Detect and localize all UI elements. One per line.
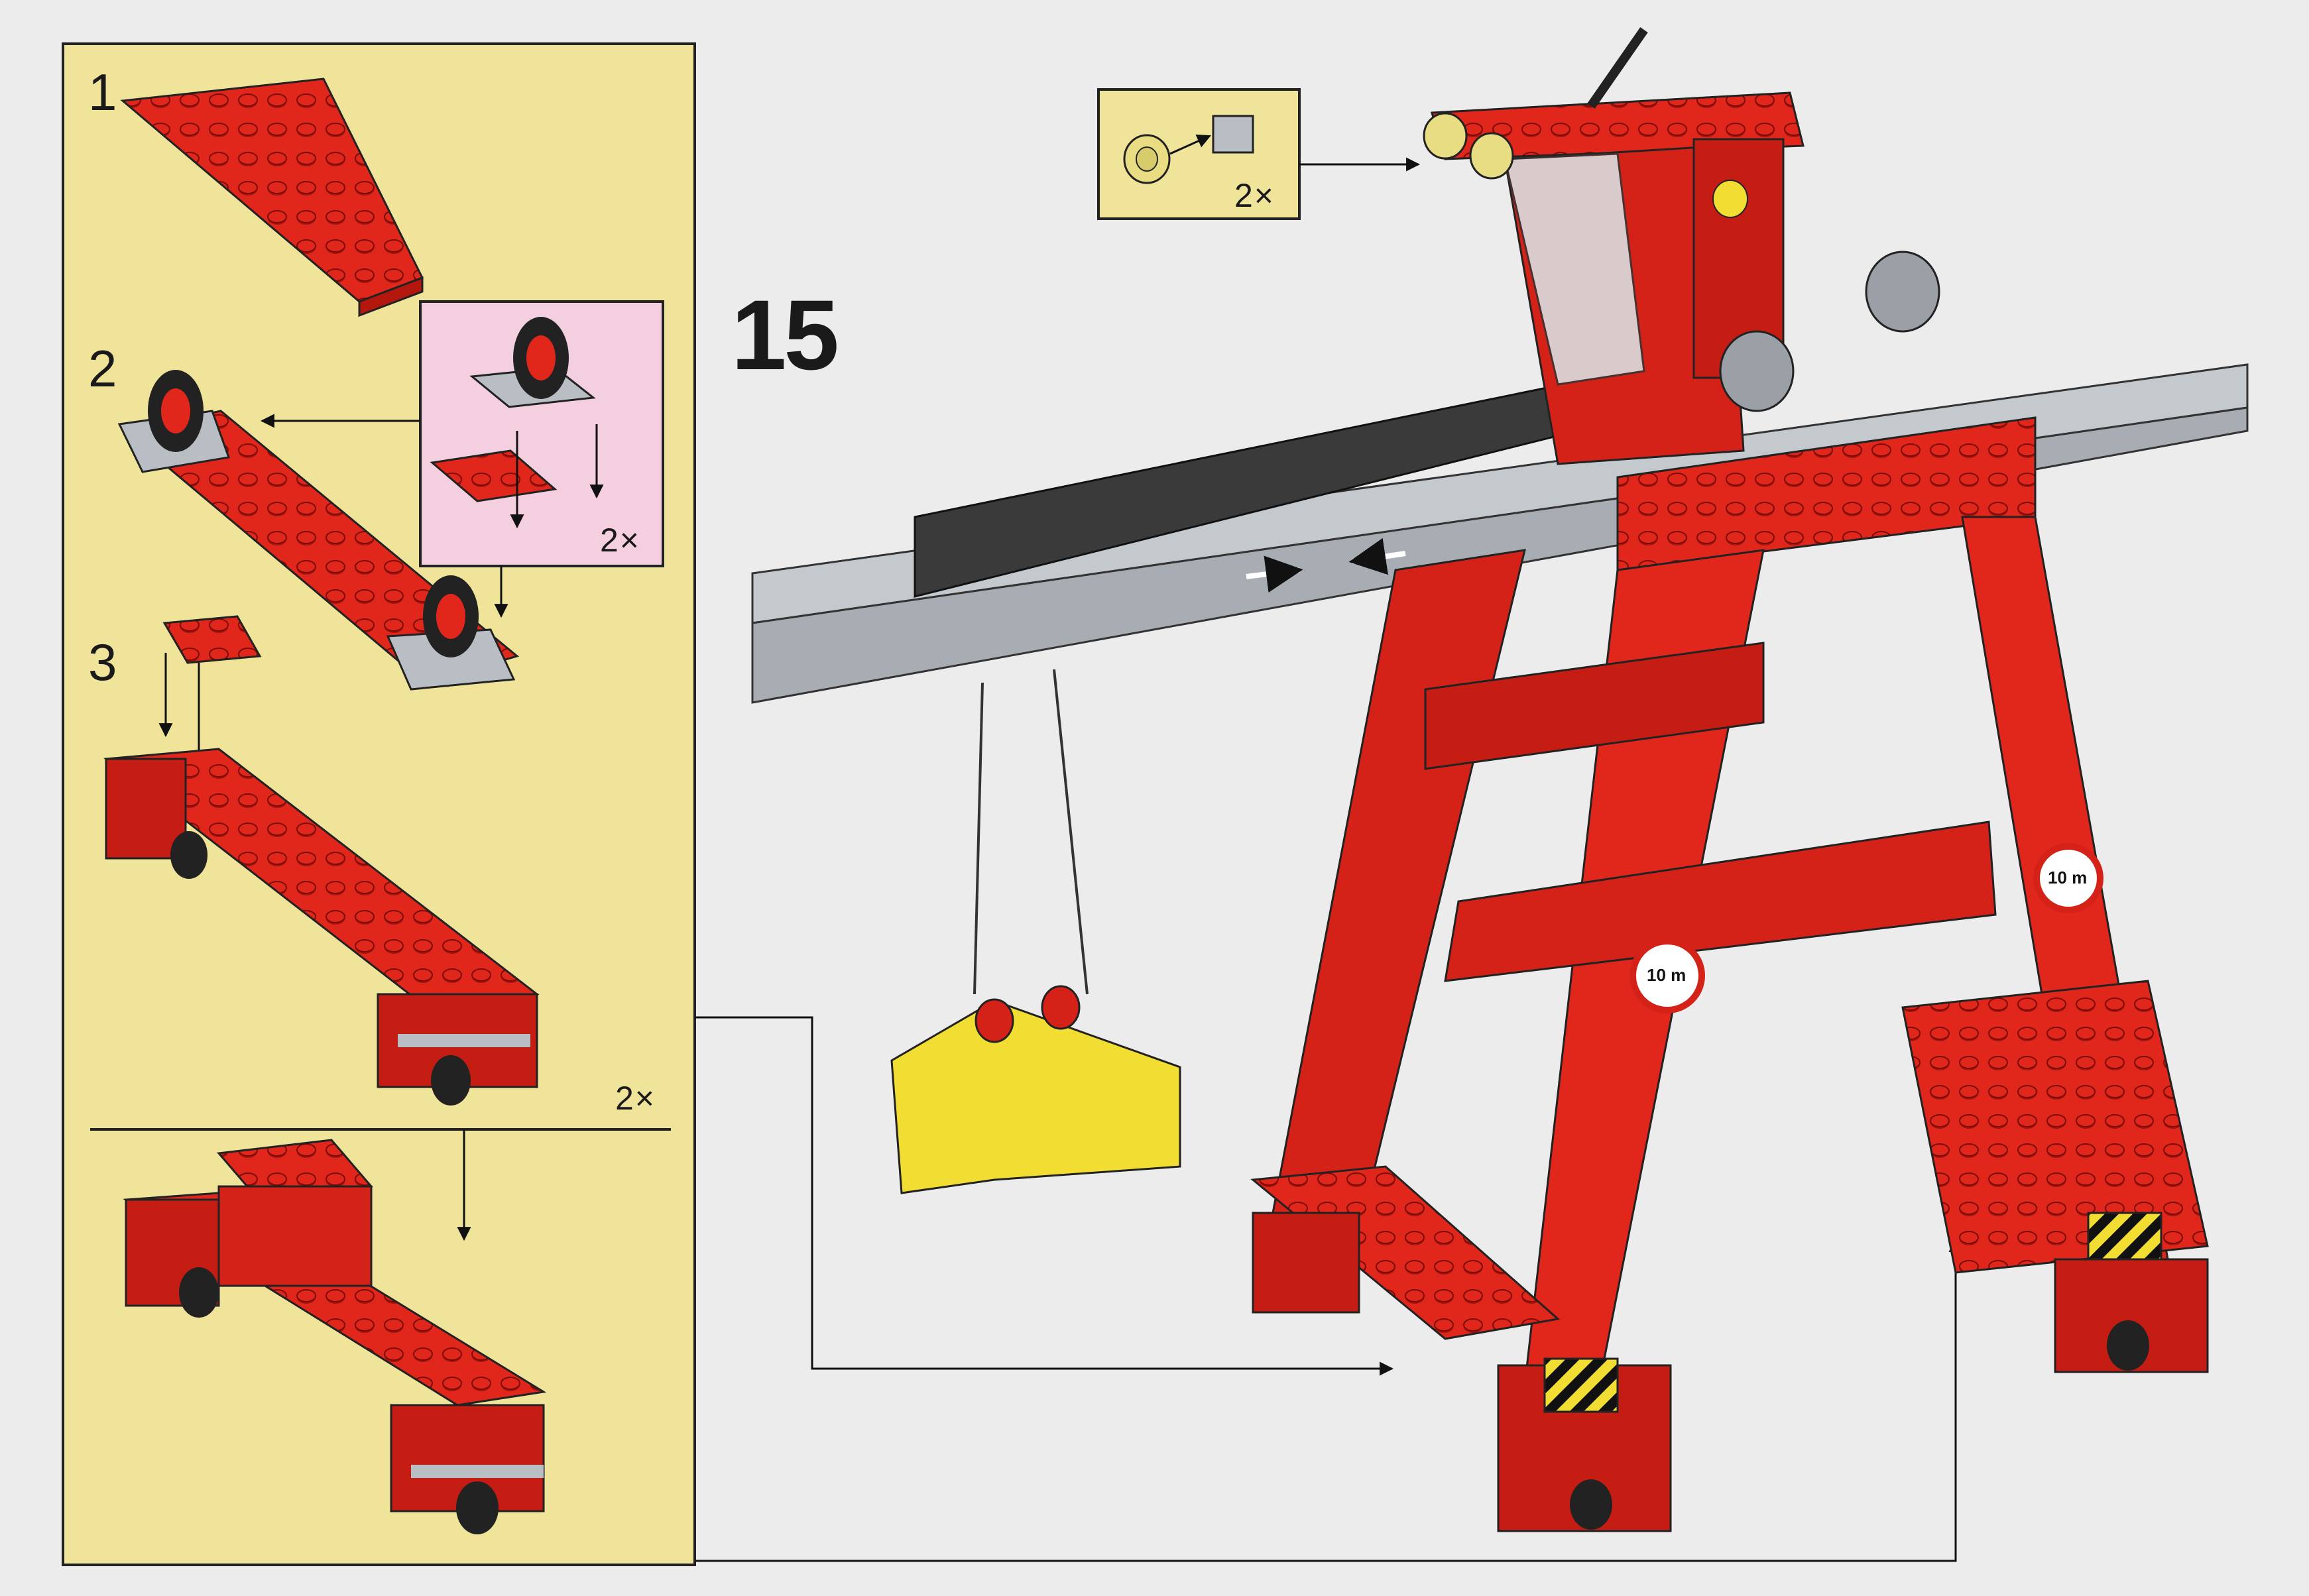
assembled-base [123,1139,547,1534]
step2-callout-multiplier: 2× [600,522,641,559]
height-limit-sign-left [1629,938,1705,1013]
substep-1-number: 1 [88,63,117,121]
substep-3-number: 3 [88,633,117,691]
arrow-panel-to-crane-left [695,1016,1394,1376]
step1-plate [120,78,424,317]
height-limit-sign-right [2033,843,2103,913]
step3-beam [103,615,540,1106]
height-limit-left-text: 10 m [1647,965,1687,985]
crane-gantry [1250,416,2209,1532]
crane-cab [1423,27,1940,465]
top-callout-multiplier: 2× [1234,177,1275,214]
assembly-multiplier: 2× [615,1080,656,1117]
step2-callout [419,300,664,567]
step2-plate [117,370,520,691]
main-step-number: 15 [731,279,839,390]
crane-grab [890,669,1181,1194]
height-limit-right-text: 10 m [2048,868,2088,887]
substep-2-number: 2 [88,339,117,398]
arrow-panel-to-crane-right [695,1237,1963,1562]
top-callout [1097,88,1301,220]
